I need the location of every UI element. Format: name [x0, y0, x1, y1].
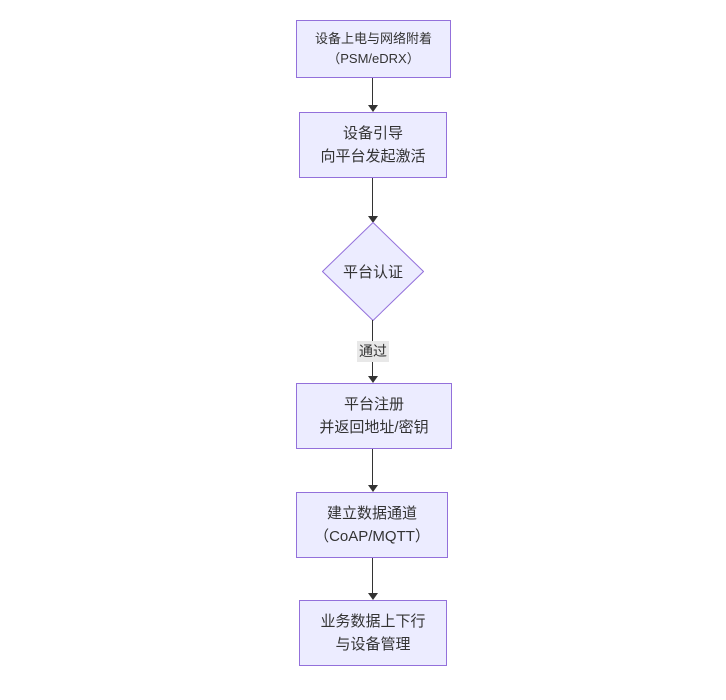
node-label-line: 平台注册 — [343, 395, 404, 413]
node-platform-auth: 平台认证 — [322, 222, 424, 321]
arrow-head-icon — [368, 485, 378, 492]
arrow-head-icon — [368, 376, 378, 383]
node-platform-register: 平台注册 并返回地址/密钥 — [296, 383, 452, 449]
node-device-bootstrap: 设备引导 向平台发起激活 — [299, 112, 447, 178]
node-data-channel: 建立数据通道 （CoAP/MQTT） — [296, 492, 448, 558]
node-device-power-attach: 设备上电与网络附着 （PSM/eDRX） — [296, 20, 451, 78]
node-business-data: 业务数据上下行 与设备管理 — [299, 600, 447, 666]
node-label-line: 并返回地址/密钥 — [319, 419, 429, 436]
arrow-head-icon — [368, 216, 378, 223]
arrow-line — [372, 558, 373, 593]
node-label-line: 业务数据上下行 — [320, 612, 426, 630]
diamond-shape — [322, 222, 424, 321]
arrow-head-icon — [368, 105, 378, 112]
arrow-line — [372, 449, 373, 485]
node-label-line: （PSM/eDRX） — [327, 51, 420, 66]
node-label-line: 建立数据通道 — [326, 504, 417, 522]
node-label-line: 向平台发起激活 — [320, 148, 426, 165]
node-label-line: 与设备管理 — [335, 636, 411, 653]
node-label-line: 设备上电与网络附着 — [314, 30, 432, 46]
node-label-line: 平台认证 — [342, 264, 403, 281]
node-label-line: （CoAP/MQTT） — [314, 528, 430, 545]
arrow-line — [372, 178, 373, 216]
node-label-line: 设备引导 — [342, 124, 403, 142]
edge-label-pass: 通过 — [357, 341, 389, 362]
arrow-head-icon — [368, 593, 378, 600]
arrow-line — [372, 78, 373, 106]
